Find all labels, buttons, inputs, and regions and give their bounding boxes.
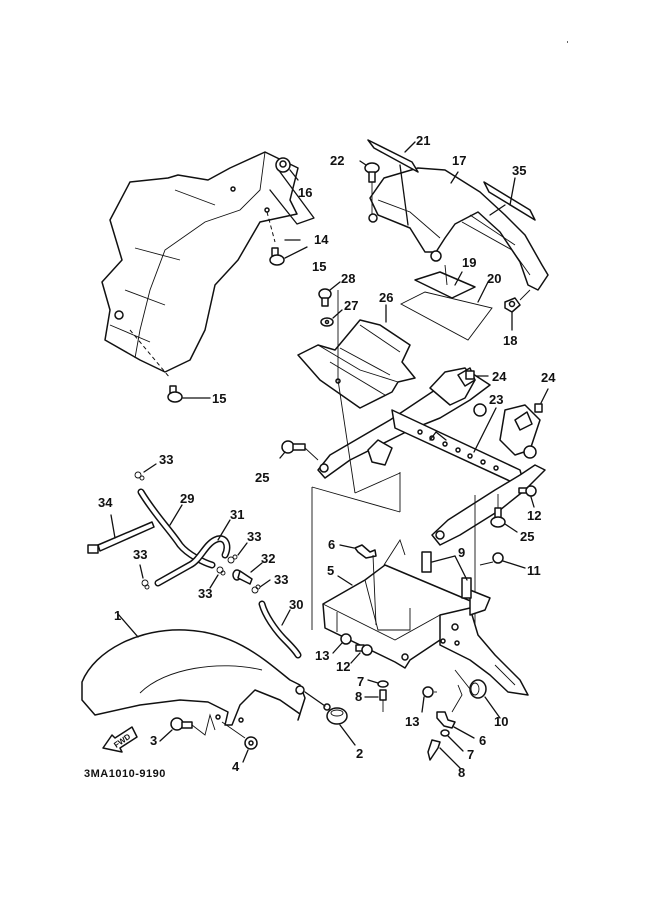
part-27-washer[interactable] xyxy=(320,317,334,327)
label-25b: 25 xyxy=(520,529,534,544)
part-6-clamp-lower[interactable] xyxy=(436,711,456,729)
label-15b: 15 xyxy=(212,391,226,406)
label-13a: 13 xyxy=(315,648,329,663)
label-19: 19 xyxy=(462,255,476,270)
label-24b: 24 xyxy=(541,370,556,385)
label-15a: 15 xyxy=(312,259,326,274)
part-16-nut[interactable] xyxy=(275,157,291,173)
label-23: 23 xyxy=(489,392,503,407)
label-27: 27 xyxy=(344,298,358,313)
label-6a: 6 xyxy=(328,537,335,552)
part-31-hose[interactable] xyxy=(154,535,231,587)
label-25a: 25 xyxy=(255,470,269,485)
speck xyxy=(567,41,568,43)
label-10: 10 xyxy=(494,714,508,729)
label-6b: 6 xyxy=(479,733,486,748)
part-25-bolt-left[interactable] xyxy=(281,440,306,454)
label-7b: 7 xyxy=(467,747,474,762)
label-21: 21 xyxy=(416,133,430,148)
part-33-clip-a[interactable] xyxy=(134,471,145,481)
part-33-clip-d[interactable] xyxy=(216,566,226,576)
fwd-direction-marker: FWD xyxy=(102,726,138,753)
label-7a: 7 xyxy=(357,674,364,689)
part-21-strip[interactable] xyxy=(367,139,419,173)
label-9: 9 xyxy=(458,545,465,560)
part-33-clip-e[interactable] xyxy=(251,584,261,594)
label-26: 26 xyxy=(379,290,393,305)
part-7-washer-a[interactable] xyxy=(377,680,389,688)
part-6-clamp-upper[interactable] xyxy=(354,544,377,559)
part-13-nut-a[interactable] xyxy=(340,633,352,645)
part-22-bolt[interactable] xyxy=(364,162,380,183)
part-25-bolt-right[interactable] xyxy=(490,507,506,528)
part-15-bolt-upper[interactable] xyxy=(269,247,285,266)
label-12a: 12 xyxy=(527,508,541,523)
part-4-washer[interactable] xyxy=(244,736,258,750)
part-20-seal[interactable] xyxy=(400,291,493,341)
part-labels: 1 2 3 4 5 6 6 7 7 8 8 9 10 11 12 12 13 1… xyxy=(84,133,556,780)
label-29: 29 xyxy=(180,491,194,506)
label-1: 1 xyxy=(114,608,121,623)
label-35: 35 xyxy=(512,163,526,178)
label-34: 34 xyxy=(98,495,113,510)
part-11-nut[interactable] xyxy=(492,552,504,564)
label-33c: 33 xyxy=(247,529,261,544)
part-35-label[interactable] xyxy=(483,181,536,221)
label-20: 20 xyxy=(487,271,501,286)
part-28-bolt[interactable] xyxy=(318,288,332,307)
label-8a: 8 xyxy=(355,689,362,704)
label-28: 28 xyxy=(341,271,355,286)
part-24-nut-b[interactable] xyxy=(534,403,543,413)
label-18: 18 xyxy=(503,333,517,348)
part-26-plate[interactable] xyxy=(297,319,416,409)
label-30: 30 xyxy=(289,597,303,612)
part-18-nut[interactable] xyxy=(504,297,521,313)
label-2: 2 xyxy=(356,746,363,761)
part-33-clip-c[interactable] xyxy=(227,554,238,564)
part-13-nut-b[interactable] xyxy=(422,686,434,698)
part-7-washer-b[interactable] xyxy=(440,729,450,737)
label-4: 4 xyxy=(232,759,240,774)
part-24-nut-a[interactable] xyxy=(465,370,475,380)
part-32-joint[interactable] xyxy=(232,569,253,585)
part-33-clip-b[interactable] xyxy=(141,579,150,590)
label-22: 22 xyxy=(330,153,344,168)
part-1-front-fender[interactable] xyxy=(81,629,306,726)
part-3-bolt[interactable] xyxy=(170,717,193,731)
part-15-bolt-lower[interactable] xyxy=(167,385,183,403)
label-31: 31 xyxy=(230,507,244,522)
label-33e: 33 xyxy=(274,572,288,587)
label-33a: 33 xyxy=(159,452,173,467)
part-12-bolt-lower[interactable] xyxy=(355,644,373,656)
label-17: 17 xyxy=(452,153,466,168)
part-14-mudguard[interactable] xyxy=(101,151,299,373)
part-30-hose[interactable] xyxy=(258,600,302,659)
part-34-cable-tie[interactable] xyxy=(87,521,155,554)
label-16: 16 xyxy=(298,185,312,200)
label-11: 11 xyxy=(527,563,541,578)
label-33d: 33 xyxy=(198,586,212,601)
label-14: 14 xyxy=(314,232,329,247)
part-8-rivet-b[interactable] xyxy=(427,739,441,761)
label-8b: 8 xyxy=(458,765,465,780)
part-12-bolt-upper[interactable] xyxy=(518,485,537,497)
label-33b: 33 xyxy=(133,547,147,562)
part-5-bracket[interactable] xyxy=(322,538,529,696)
label-5: 5 xyxy=(327,563,334,578)
part-19-plate[interactable] xyxy=(414,271,476,299)
part-9-pad-b[interactable] xyxy=(461,577,472,599)
part-10-damper[interactable] xyxy=(469,679,487,699)
label-3: 3 xyxy=(150,733,157,748)
drawing-code: 3MA1010-9190 xyxy=(84,768,166,780)
part-8-rivet-a[interactable] xyxy=(379,689,387,712)
part-23-stay[interactable] xyxy=(317,367,546,546)
label-12b: 12 xyxy=(336,659,350,674)
part-2-grommet[interactable] xyxy=(323,703,348,725)
part-29-hose[interactable] xyxy=(137,488,216,569)
label-13b: 13 xyxy=(405,714,419,729)
label-24a: 24 xyxy=(492,369,507,384)
part-17-tail-cover[interactable] xyxy=(368,167,549,291)
label-32: 32 xyxy=(261,551,275,566)
part-9-pad-a[interactable] xyxy=(421,551,432,573)
